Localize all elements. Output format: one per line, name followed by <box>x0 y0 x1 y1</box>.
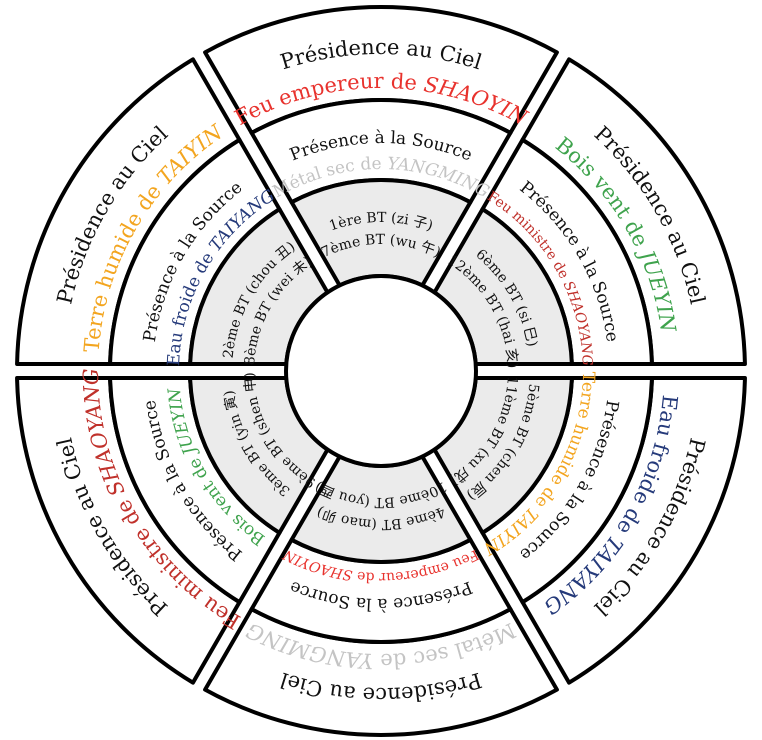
center-circle <box>284 274 478 468</box>
sector-shapes <box>15 5 747 737</box>
